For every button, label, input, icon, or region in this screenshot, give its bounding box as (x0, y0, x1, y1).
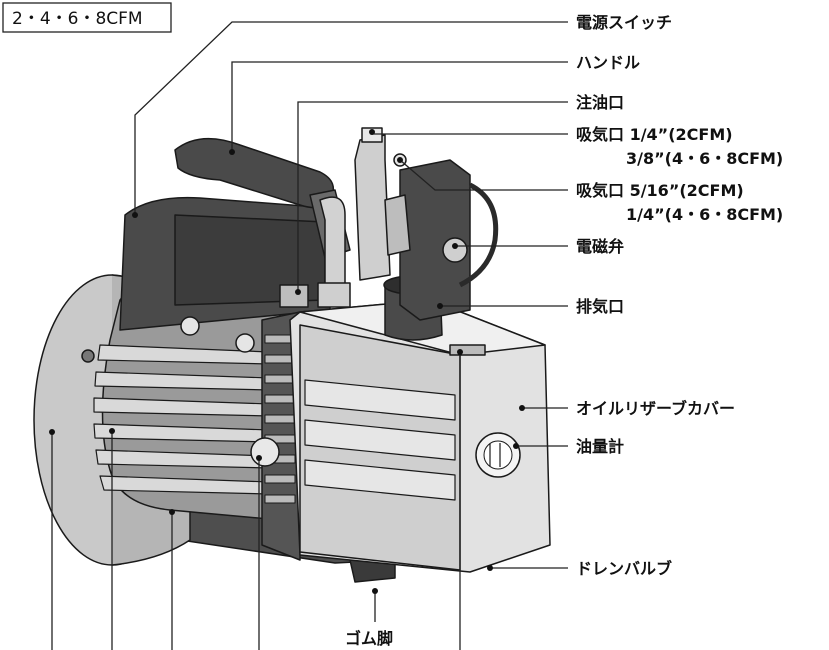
label-rubber-foot: ゴム脚 (345, 629, 393, 648)
label-drain-valve: ドレンバルブ (576, 559, 672, 578)
label-oil-fill-port: 注油口 (576, 93, 624, 112)
label-exhaust-port: 排気口 (576, 297, 624, 316)
solenoid-valve-body (399, 159, 471, 321)
label-intake-1: 吸気口 1/4”(2CFM) (576, 125, 733, 144)
motor-fins (93, 344, 271, 495)
leader-lines (49, 21, 568, 650)
label-intake-1b: 3/8”(4・6・8CFM) (626, 149, 783, 168)
callout-labels: 電源スイッチ ハンドル 注油口 吸気口 1/4”(2CFM) 3/8”(4・6・… (345, 13, 783, 648)
oil-fill-cap (279, 284, 309, 308)
label-solenoid-valve: 電磁弁 (576, 237, 624, 256)
oil-sight-glass-inner (483, 440, 513, 470)
intake-fitting-upper (354, 134, 391, 281)
label-oil-reservoir-cover: オイルリザーブカバー (576, 399, 735, 418)
bolt (81, 349, 95, 363)
reservoir-ribs (304, 379, 456, 501)
intake-fitting-elbow (384, 194, 411, 256)
reservoir-tab (449, 344, 486, 356)
label-oil-gauge: 油量計 (576, 437, 624, 456)
label-intake-2: 吸気口 5/16”(2CFM) (576, 181, 744, 200)
ballast-knob (250, 437, 280, 467)
solenoid-cable (458, 182, 499, 288)
label-intake-2b: 1/4”(4・6・8CFM) (626, 205, 783, 224)
label-power-switch: 電源スイッチ (576, 13, 672, 32)
oil-fill-nut (317, 282, 351, 308)
label-handle: ハンドル (576, 53, 640, 72)
bolt (235, 333, 255, 353)
pump-side-fins (264, 334, 296, 504)
model-box-text: 2・4・6・8CFM (12, 9, 143, 29)
model-box (2, 2, 172, 33)
solenoid-valve-knob (442, 237, 468, 263)
pump-illustration (33, 127, 551, 583)
bolt (180, 316, 200, 336)
